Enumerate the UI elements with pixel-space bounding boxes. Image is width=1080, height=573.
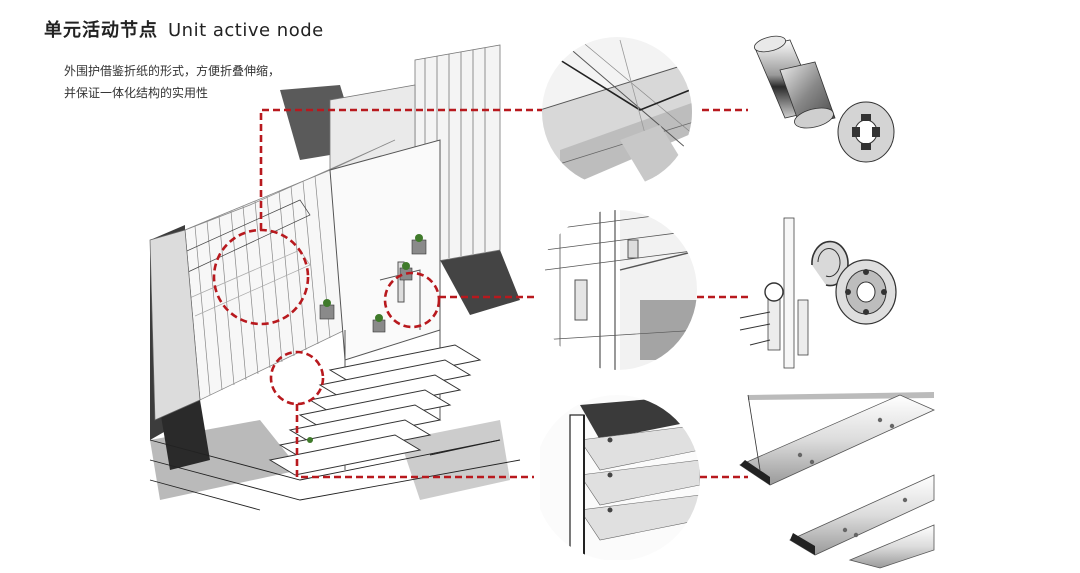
ground-shadow (440, 250, 520, 315)
planters (319, 239, 427, 333)
pin-socket-connector (753, 35, 895, 163)
detail-circle-track (537, 210, 697, 370)
callout-circle-track (383, 271, 441, 329)
ground-shadow (400, 420, 510, 500)
description-line-1: 外围护借鉴折纸的形式，方便折叠伸缩， (64, 64, 281, 78)
side-panel (149, 229, 201, 421)
page-title: 单元活动节点 Unit active node (44, 16, 324, 42)
axonometric-building (149, 44, 521, 511)
bearing-wheel (835, 259, 897, 325)
title-english: Unit active node (168, 20, 324, 41)
callout-circle-rail (269, 350, 325, 406)
stairs (268, 344, 482, 476)
detail-circle-folding (542, 37, 692, 187)
description: 外围护借鉴折纸的形式，方便折叠伸缩， 并保证一体化结构的实用性 (64, 60, 280, 104)
callouts (212, 108, 748, 479)
leader-line-1 (259, 108, 544, 230)
description-line-2: 并保证一体化结构的实用性 (64, 86, 209, 100)
detail-circle-rail (534, 395, 700, 561)
title-chinese: 单元活动节点 (44, 20, 158, 41)
ground-lines (149, 439, 521, 511)
plants (307, 234, 423, 443)
aluminum-rails (739, 392, 935, 569)
socket-ring (837, 101, 895, 163)
bearing-connector (739, 217, 897, 369)
leader-line-3 (295, 404, 534, 479)
